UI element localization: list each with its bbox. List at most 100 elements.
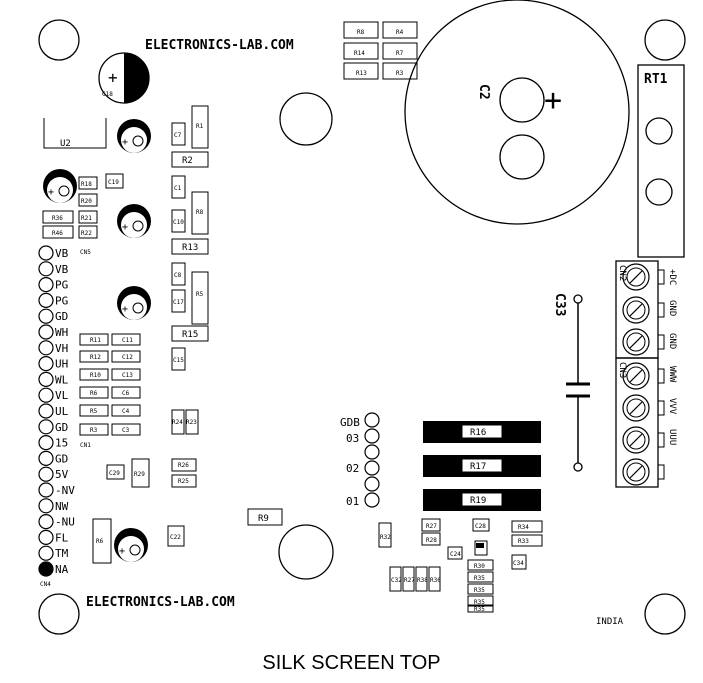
svg-text:R11: R11 bbox=[90, 337, 101, 344]
svg-text:R32: R32 bbox=[380, 534, 391, 541]
c33-label: C33 bbox=[552, 293, 567, 316]
svg-text:R23: R23 bbox=[186, 419, 197, 426]
header-pin bbox=[38, 356, 54, 372]
svg-text:C32: C32 bbox=[391, 577, 402, 584]
header-pin-label: 15 bbox=[55, 437, 68, 450]
top-resistor-label: R7 bbox=[396, 50, 404, 57]
header-pin-label: GD bbox=[55, 421, 68, 434]
thermistor-rt1-outline bbox=[637, 64, 685, 258]
header-pin-label: VH bbox=[55, 342, 68, 355]
mounting-hole-upper-center bbox=[279, 92, 333, 146]
header-pin bbox=[38, 513, 54, 530]
svg-text:C18: C18 bbox=[102, 91, 113, 98]
svg-text:+: + bbox=[122, 222, 128, 233]
svg-text:02: 02 bbox=[346, 462, 359, 475]
svg-text:CN4: CN4 bbox=[40, 581, 51, 588]
gdb-pin bbox=[364, 444, 380, 460]
svg-text:R15: R15 bbox=[182, 330, 198, 340]
svg-text:R35: R35 bbox=[474, 575, 485, 582]
svg-text:C29: C29 bbox=[109, 470, 120, 477]
header-pin bbox=[38, 466, 54, 482]
svg-text:C28: C28 bbox=[475, 523, 486, 530]
svg-text:C6: C6 bbox=[122, 390, 130, 397]
gdb-pin bbox=[364, 492, 380, 508]
header-pin bbox=[38, 324, 54, 340]
mounting-hole-bottom-right bbox=[644, 593, 686, 635]
header-pin bbox=[38, 450, 54, 466]
svg-text:R12: R12 bbox=[90, 354, 101, 361]
svg-text:CN3: CN3 bbox=[617, 362, 627, 378]
header-pin-label: UH bbox=[55, 358, 68, 371]
brand-label-top: ELECTRONICS-LAB.COM bbox=[145, 38, 294, 53]
svg-text:R25: R25 bbox=[178, 478, 189, 485]
svg-text:03: 03 bbox=[346, 432, 359, 445]
svg-text:C4: C4 bbox=[122, 408, 130, 415]
gdb-pin bbox=[364, 460, 380, 476]
header-pin-label: VB bbox=[55, 263, 69, 276]
svg-text:R9: R9 bbox=[258, 514, 269, 524]
svg-text:R10: R10 bbox=[90, 372, 101, 379]
header-pin-label: GD bbox=[55, 310, 68, 323]
header-pin bbox=[38, 387, 54, 403]
header-pin-label: -NV bbox=[55, 484, 75, 497]
header-pin-label: PG bbox=[55, 294, 68, 307]
gdb-pin bbox=[364, 428, 380, 444]
svg-text:R34: R34 bbox=[518, 524, 529, 531]
svg-text:+: + bbox=[122, 304, 128, 315]
small-electrolytic-caps: + + + + + bbox=[43, 119, 151, 562]
c2-label: C2 bbox=[476, 84, 491, 100]
header-cn4-pins: VBVBPGPGGDWHVHUHWLVLULGD15GD5V-NVNW-NUFL… bbox=[38, 245, 75, 577]
svg-text:U2: U2 bbox=[60, 139, 71, 149]
svg-text:R35: R35 bbox=[474, 606, 485, 613]
header-pin-label: FL bbox=[55, 531, 69, 544]
header-pin-label: -NU bbox=[55, 516, 75, 529]
header-gdb-pins bbox=[364, 412, 380, 508]
svg-text:R24: R24 bbox=[172, 419, 183, 426]
header-pin-label: 5V bbox=[55, 468, 69, 481]
svg-text:R2: R2 bbox=[182, 156, 193, 166]
svg-text:R17: R17 bbox=[470, 462, 486, 472]
svg-text:GND: GND bbox=[667, 333, 677, 349]
svg-text:C15: C15 bbox=[173, 357, 184, 364]
header-pin bbox=[38, 277, 54, 293]
origin-label: INDIA bbox=[596, 617, 624, 627]
svg-text:+: + bbox=[48, 187, 54, 198]
svg-text:CN2: CN2 bbox=[617, 265, 627, 281]
gdb-pin bbox=[364, 412, 380, 428]
header-pin bbox=[38, 261, 54, 277]
svg-text:UUU: UUU bbox=[667, 429, 677, 445]
svg-text:R35: R35 bbox=[474, 587, 485, 594]
header-pin-label: WL bbox=[55, 373, 69, 386]
header-pin bbox=[38, 371, 54, 387]
svg-text:R13: R13 bbox=[182, 243, 198, 253]
header-pin bbox=[38, 435, 54, 451]
gdb-pin bbox=[364, 476, 380, 492]
svg-text:C12: C12 bbox=[122, 354, 133, 361]
ic-u2-outline bbox=[43, 118, 107, 149]
svg-text:+: + bbox=[119, 546, 125, 557]
svg-text:01: 01 bbox=[346, 495, 359, 508]
svg-text:R1: R1 bbox=[196, 123, 204, 130]
top-resistor-label: R13 bbox=[356, 70, 367, 77]
header-pin bbox=[38, 340, 54, 356]
svg-text:C13: C13 bbox=[122, 372, 133, 379]
svg-text:VVV: VVV bbox=[667, 398, 677, 415]
c2-polarity-plus: + bbox=[544, 83, 562, 118]
svg-text:C7: C7 bbox=[174, 132, 182, 139]
header-pin-label: TM bbox=[55, 547, 69, 560]
svg-text:R35: R35 bbox=[474, 599, 485, 606]
header-pin-label: VL bbox=[55, 389, 69, 402]
svg-text:GND: GND bbox=[667, 300, 677, 316]
svg-text:+: + bbox=[122, 137, 128, 148]
svg-text:R36: R36 bbox=[430, 577, 441, 584]
svg-text:C22: C22 bbox=[170, 534, 181, 541]
header-pin-label: PG bbox=[55, 279, 68, 292]
svg-text:C1: C1 bbox=[174, 185, 182, 192]
svg-text:R5: R5 bbox=[90, 408, 98, 415]
header-pin bbox=[38, 245, 54, 261]
svg-text:R38: R38 bbox=[417, 577, 428, 584]
brand-label-bottom: ELECTRONICS-LAB.COM bbox=[86, 595, 235, 610]
header-pin bbox=[38, 403, 54, 419]
rt1-label: RT1 bbox=[644, 72, 668, 87]
header-pin-label: GD bbox=[55, 452, 68, 465]
